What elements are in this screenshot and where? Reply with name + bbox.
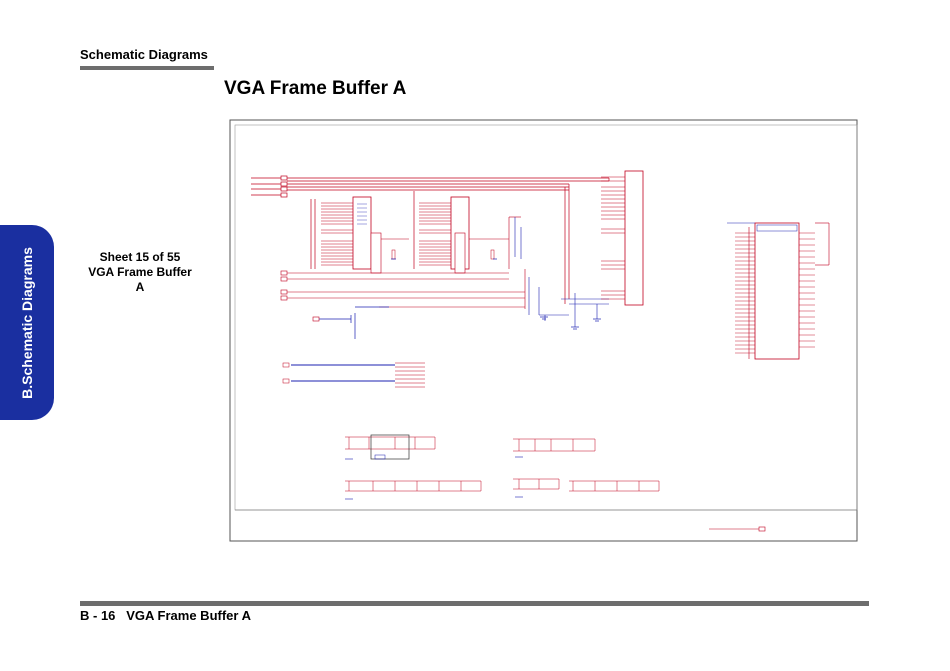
footer-page-number: B - 16 <box>80 608 116 623</box>
sheet-name-line: VGA Frame Buffer <box>88 265 192 279</box>
side-tab: B.Schematic Diagrams <box>0 225 54 420</box>
footer-rule <box>80 601 869 606</box>
passives-center <box>514 217 609 327</box>
sheet-name-suffix: A <box>135 280 145 294</box>
schematic-drawing <box>229 119 858 542</box>
revision-marker <box>709 526 766 532</box>
header-rule <box>80 66 214 70</box>
page-title: VGA Frame Buffer A <box>224 78 407 99</box>
blue-buses <box>291 364 395 382</box>
long-wires-top <box>287 177 610 304</box>
cap-bank-4 <box>513 478 660 492</box>
section-header: Schematic Diagrams <box>80 47 208 62</box>
mosfet-net-label <box>312 316 320 322</box>
page-footer: B - 16 VGA Frame Buffer A <box>80 608 251 623</box>
side-tab-label: B.Schematic Diagrams <box>19 246 35 399</box>
controller-ic <box>601 170 644 306</box>
connector-block <box>727 222 830 360</box>
memory-ic-2 <box>413 191 521 274</box>
cap-bank-3 <box>345 480 482 492</box>
sheet-info: Sheet 15 of 55 VGA Frame Buffer A <box>80 250 200 295</box>
footer-title: VGA Frame Buffer A <box>126 608 251 623</box>
net-labels-top-left <box>251 175 288 198</box>
ground-symbols <box>391 258 601 330</box>
red-bus-fanout <box>282 362 425 388</box>
mosfet <box>319 306 389 339</box>
memory-ic-1 <box>310 196 409 274</box>
cap-grounds <box>345 456 523 500</box>
cap-bank-2 <box>513 438 596 452</box>
lower-left-wires <box>280 269 526 309</box>
sheet-number: Sheet 15 of 55 <box>99 250 181 264</box>
cap-bank-1 <box>345 434 436 460</box>
